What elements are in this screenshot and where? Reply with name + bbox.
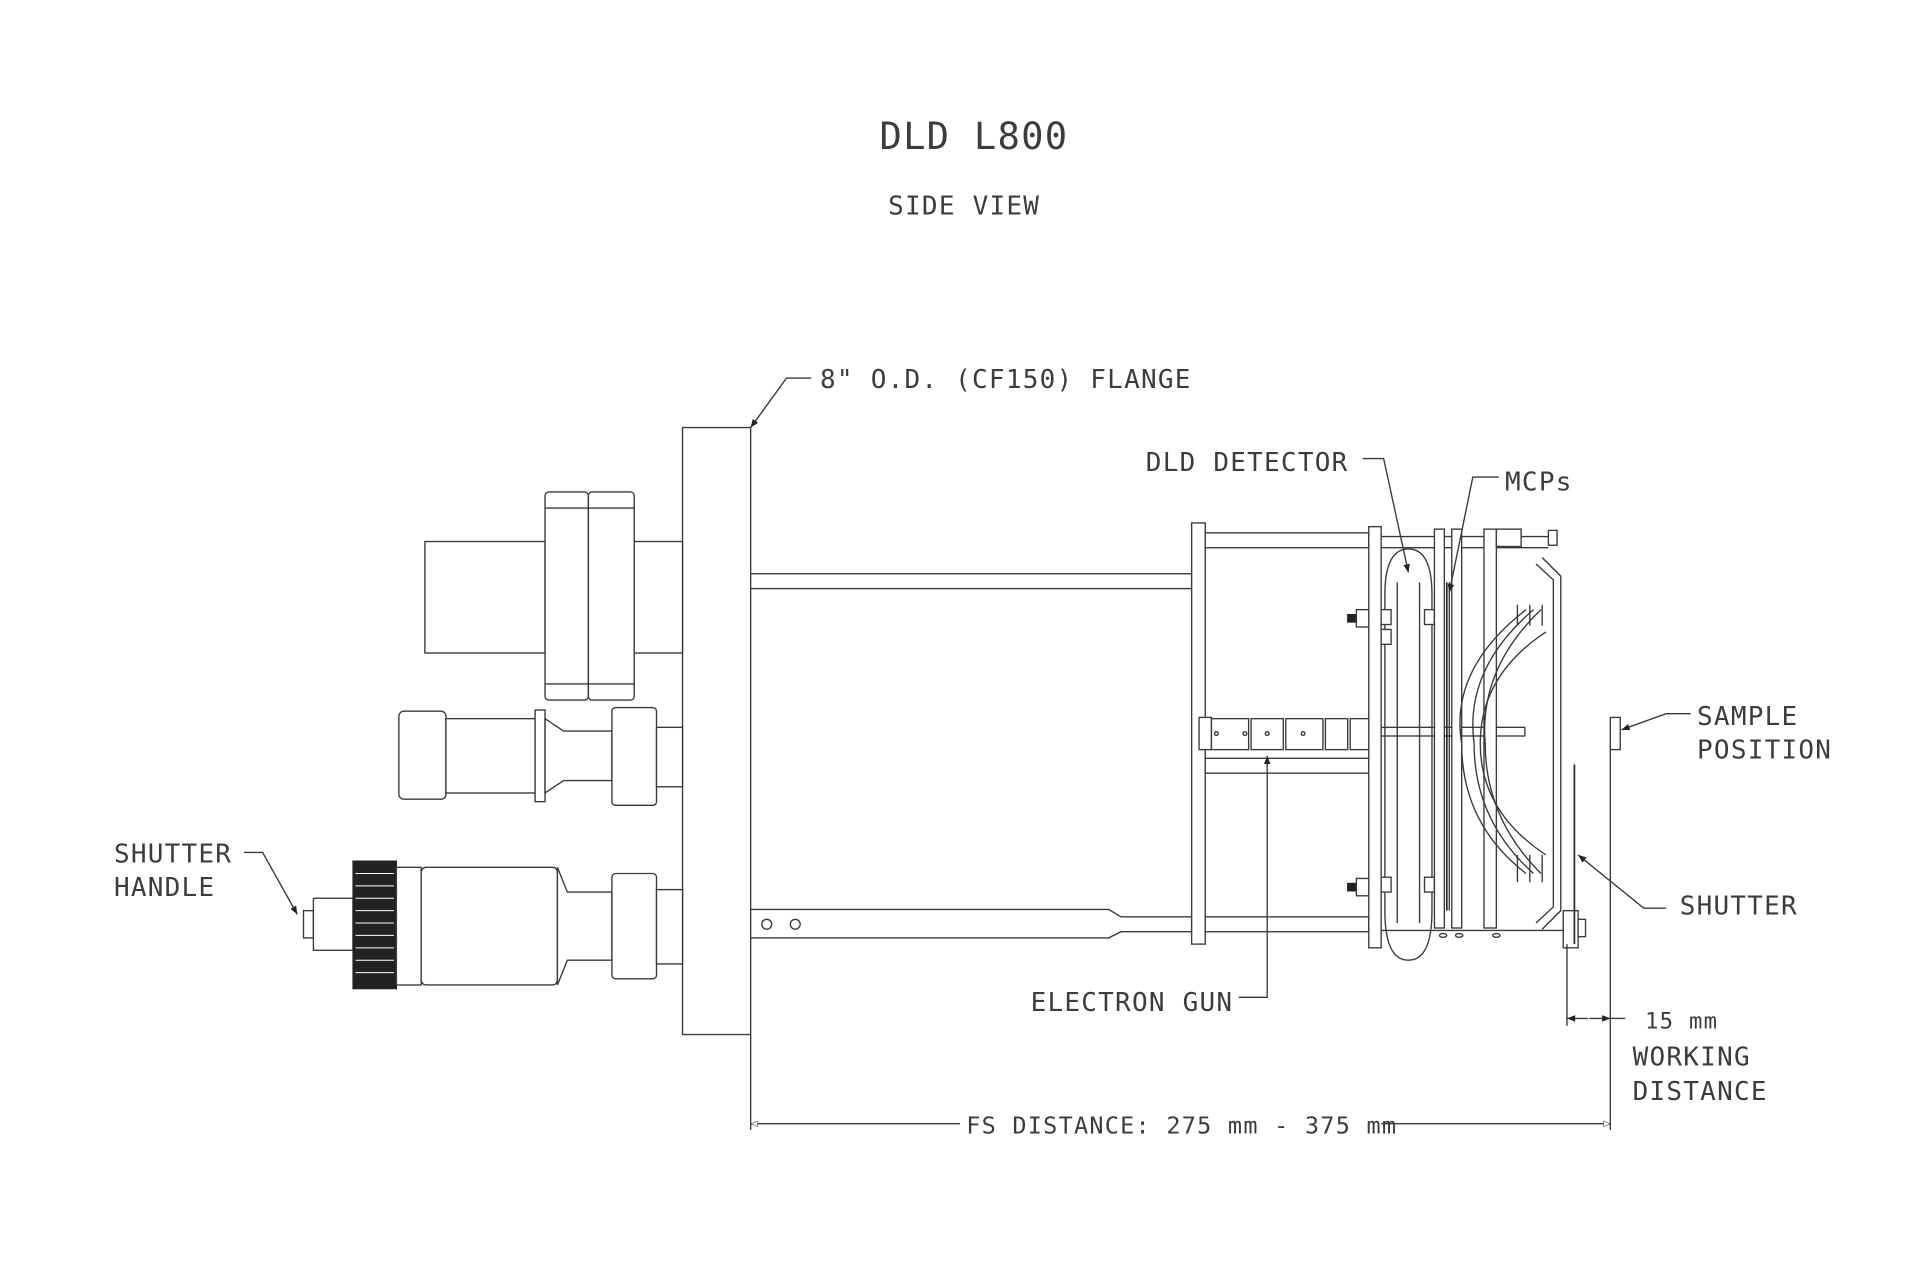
flange-leader: [750, 377, 812, 428]
sample-position-label-line2: POSITION: [1697, 735, 1832, 765]
middle-port: [398, 706, 684, 807]
shutter-handle-leader: [244, 851, 298, 915]
mcps-leader: [1447, 476, 1499, 593]
fs-distance-label: FS DISTANCE: 275 mm - 375 mm: [966, 1112, 1397, 1140]
shutter-handle-label-line2: HANDLE: [114, 873, 215, 903]
flange-label: 8" O.D. (CF150) FLANGE: [820, 365, 1192, 395]
sample-position-label-line1: SAMPLE: [1697, 702, 1798, 732]
grid-mesh: [1438, 557, 1587, 949]
shutter-handle-port: [302, 860, 684, 990]
cf150-flange: [681, 426, 752, 1036]
working-distance-label-line2: DISTANCE: [1633, 1077, 1768, 1107]
shutter-handle-label-line1: SHUTTER: [114, 839, 232, 869]
dld-detector-leader: [1362, 457, 1410, 573]
knurled-knob: [352, 860, 398, 990]
shutter-leader: [1577, 854, 1667, 909]
dld-detector: [1347, 548, 1436, 961]
electron-gun-label: ELECTRON GUN: [1031, 988, 1234, 1018]
sample-leader: [1621, 713, 1691, 731]
working-distance-label-line1: WORKING: [1633, 1042, 1751, 1072]
drawing-subtitle: SIDE VIEW: [888, 192, 1040, 222]
sample: [1609, 716, 1621, 751]
dld-detector-label: DLD DETECTOR: [1146, 448, 1349, 478]
electron-gun: [1198, 716, 1526, 751]
support-rods: [749, 573, 1193, 939]
working-distance-value: 15 mm: [1645, 1008, 1718, 1034]
mcps-label: MCPs: [1505, 468, 1573, 498]
upper-port: [424, 491, 684, 701]
mcp-stack: [1433, 528, 1558, 929]
electron-gun-leader: [1238, 755, 1271, 999]
drawing-title: DLD L800: [879, 115, 1068, 158]
shutter-label: SHUTTER: [1680, 891, 1798, 921]
